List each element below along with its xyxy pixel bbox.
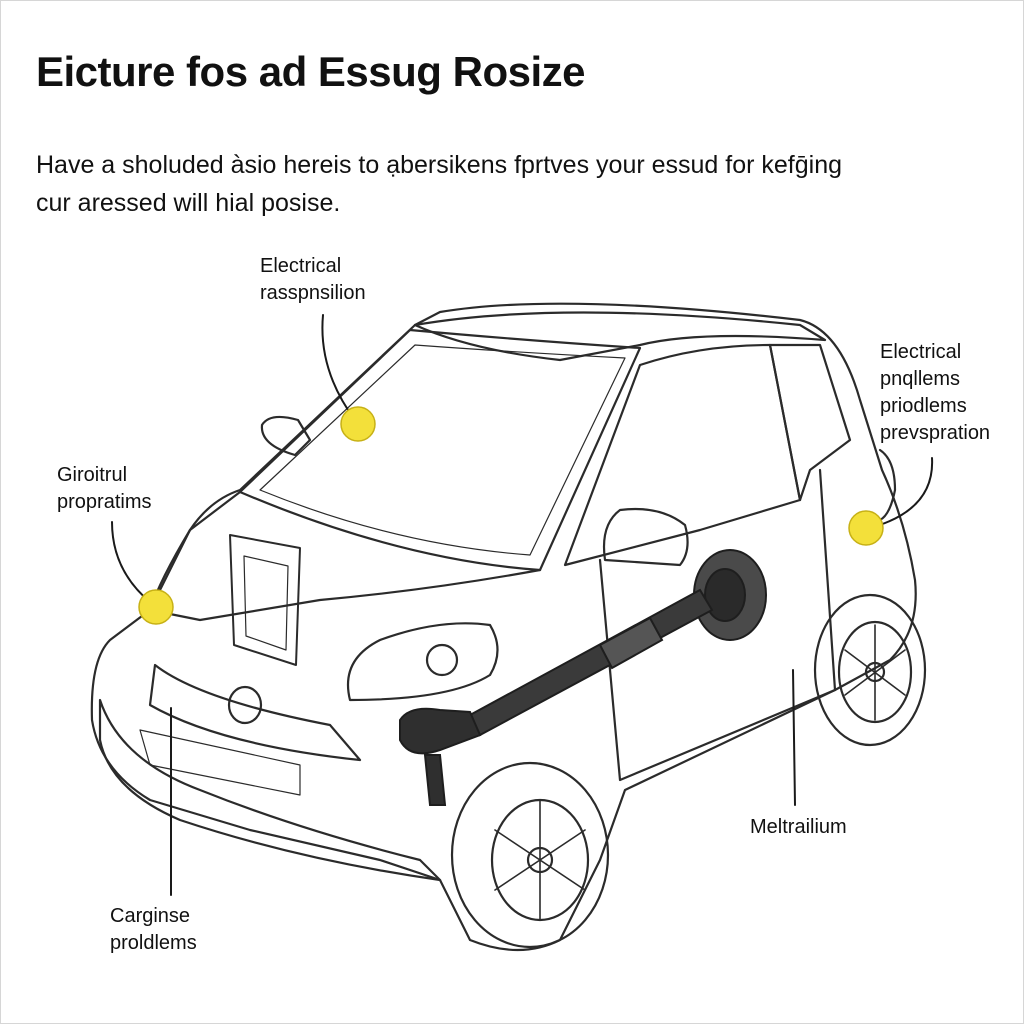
side-window-front (563, 343, 802, 567)
badge (227, 685, 263, 725)
callout-top-right-line-2: pnqllems (880, 368, 961, 390)
bumper (98, 698, 442, 882)
callout-bottom-right-line-1: Meltrailium (750, 816, 847, 838)
shaft-bell-inner (704, 568, 746, 622)
leader-line-left (111, 521, 151, 603)
callout-bottom-left-line-2: proldlems (110, 932, 197, 954)
front-panel-inner (243, 555, 289, 651)
shaft-pipe (423, 754, 447, 806)
callout-top-right-line-4: prevspration (880, 422, 991, 444)
mirror-left (260, 415, 312, 457)
side-window-rear (768, 343, 852, 502)
rear-wheel (813, 593, 927, 747)
callout-bottom-left-line-1: Carginse (110, 905, 191, 927)
callout-top-right-line-1: Electrical (880, 341, 962, 363)
marker-right (848, 510, 884, 546)
door-line-2 (818, 468, 837, 692)
callout-top-left: Electrical rasspnsilion (260, 253, 366, 307)
drive-shaft (399, 549, 767, 806)
shaft-boot (598, 616, 664, 670)
headlight (346, 622, 499, 702)
leader-line-bottom-right (792, 669, 796, 806)
callout-top-left-line-2: rasspnsilion (260, 282, 366, 304)
callout-top-left-line-1: Electrical (260, 255, 342, 277)
callout-top-right-line-3: priodlems (880, 395, 967, 417)
rear-spokes (844, 624, 906, 721)
rear-rim (837, 620, 913, 724)
rear-light (878, 448, 897, 522)
front-spokes (494, 799, 586, 921)
door-line (598, 558, 837, 782)
leader-line-top-left (321, 314, 356, 421)
callout-bottom-right: Meltrailium (750, 814, 847, 841)
headlight-lens (425, 643, 459, 677)
marker-left (138, 589, 174, 625)
marker-top-left (340, 406, 376, 442)
front-panel (229, 534, 301, 666)
grille (148, 663, 362, 762)
mirror-right (602, 507, 689, 567)
shaft-body (468, 588, 714, 737)
windshield-inner (259, 344, 626, 556)
front-wheel (450, 761, 610, 949)
callout-bottom-left: Carginse proldlems (110, 903, 197, 957)
car-body-outline (90, 302, 917, 952)
diagram-title: Eicture fos ad Essug Rosize (36, 48, 586, 95)
callout-left-line-2: propratims (57, 491, 152, 513)
callout-left: Giroitrul propratims (57, 462, 151, 516)
lower-intake (139, 729, 301, 796)
callout-top-right: Electrical pnqllems priodlems prevsprati… (880, 339, 990, 447)
diagram-subtitle: Have a sholuded àsio hereis to ạbersiken… (36, 146, 976, 222)
shaft-joint (399, 707, 482, 755)
subtitle-line-1: Have a sholuded àsio hereis to ạbersiken… (36, 151, 843, 179)
hood (148, 490, 542, 622)
subtitle-line-2: cur aressed will hial posise. (36, 189, 341, 217)
callout-left-line-1: Giroitrul (57, 464, 128, 486)
